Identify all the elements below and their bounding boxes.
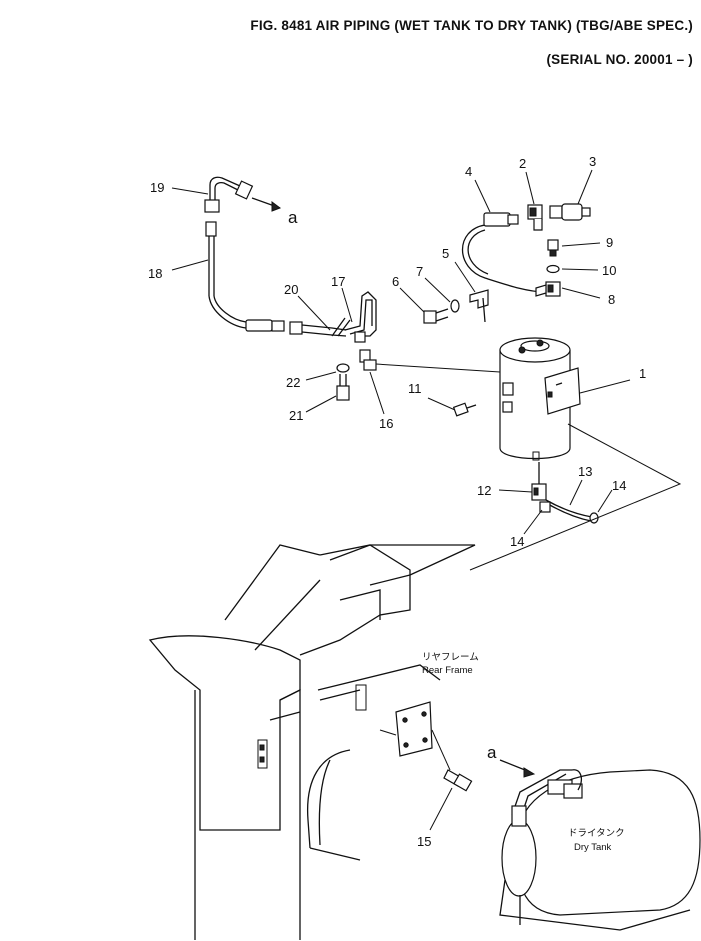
callout-1: 1 bbox=[639, 366, 646, 381]
callout-15: 15 bbox=[417, 834, 431, 849]
callout-13: 13 bbox=[578, 464, 592, 479]
plug-part-11[interactable] bbox=[452, 402, 477, 417]
callout-21: 21 bbox=[289, 408, 303, 423]
plug-part-9[interactable] bbox=[547, 239, 559, 257]
rear-frame-label-en: Rear Frame bbox=[422, 665, 473, 676]
callout-9: 9 bbox=[606, 235, 613, 250]
callout-14-a: 14 bbox=[612, 478, 626, 493]
bolt-part-6[interactable] bbox=[423, 308, 449, 324]
washer-part-10[interactable] bbox=[546, 264, 560, 274]
dry-tank-label-en: Dry Tank bbox=[574, 842, 612, 853]
pipe-part-19[interactable] bbox=[204, 176, 254, 213]
bolt-part-15[interactable] bbox=[443, 769, 473, 792]
callout-8: 8 bbox=[608, 292, 615, 307]
callout-11: 11 bbox=[408, 381, 422, 396]
callout-18: 18 bbox=[148, 266, 162, 281]
tube-part-13[interactable] bbox=[545, 499, 593, 522]
callout-2: 2 bbox=[519, 156, 526, 171]
bolt-part-21[interactable] bbox=[336, 374, 350, 401]
dry-tank-label-jp: ドライタンク bbox=[568, 828, 625, 839]
serial-number: (SERIAL NO. 20001 – ) bbox=[546, 52, 693, 67]
machine-frame bbox=[148, 544, 476, 940]
valve-part-12[interactable] bbox=[531, 462, 547, 501]
washer-part-22[interactable] bbox=[336, 363, 350, 373]
switch-part-3[interactable] bbox=[549, 203, 591, 221]
figure-title: FIG. 8481 AIR PIPING (WET TANK TO DRY TA… bbox=[250, 18, 693, 33]
callout-14-b: 14 bbox=[510, 534, 524, 549]
washer-part-7[interactable] bbox=[450, 299, 460, 313]
fitting-part-14b[interactable] bbox=[539, 501, 551, 513]
callout-4: 4 bbox=[465, 164, 472, 179]
callout-17: 17 bbox=[331, 274, 345, 289]
callout-12: 12 bbox=[477, 483, 491, 498]
connection-ref-a-top: a bbox=[288, 208, 298, 227]
pipe-part-17[interactable] bbox=[344, 291, 377, 343]
elbow-part-2[interactable] bbox=[527, 204, 543, 231]
rear-frame-label-jp: リヤフレーム bbox=[422, 652, 479, 663]
callout-3: 3 bbox=[589, 154, 596, 169]
elbow-part-8[interactable] bbox=[535, 281, 561, 297]
callout-19: 19 bbox=[150, 180, 164, 195]
callout-5: 5 bbox=[442, 246, 449, 261]
elbow-part-16[interactable] bbox=[359, 349, 501, 373]
connection-ref-a-bottom: a bbox=[487, 743, 497, 762]
wet-tank-part-1[interactable] bbox=[499, 337, 581, 461]
callout-10: 10 bbox=[602, 263, 616, 278]
leader-lines bbox=[171, 169, 682, 831]
pipe-part-18[interactable] bbox=[205, 221, 247, 329]
hose-part-20[interactable] bbox=[245, 317, 351, 337]
callout-6: 6 bbox=[392, 274, 399, 289]
callout-16: 16 bbox=[379, 416, 393, 431]
connection-arrow-a-top bbox=[251, 197, 282, 212]
connection-arrow-a-bottom bbox=[499, 759, 536, 778]
callout-7: 7 bbox=[416, 264, 423, 279]
dry-tank bbox=[499, 769, 701, 931]
callout-20: 20 bbox=[284, 282, 298, 297]
bracket-part-5[interactable] bbox=[469, 289, 489, 323]
callout-22: 22 bbox=[286, 375, 300, 390]
hose-part-4[interactable] bbox=[462, 212, 546, 293]
